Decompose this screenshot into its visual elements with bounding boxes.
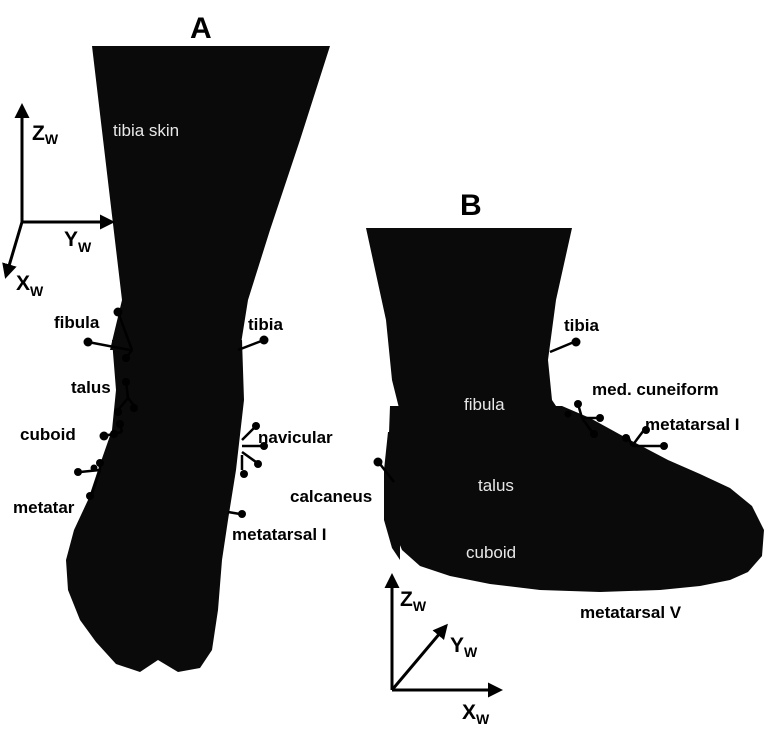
panel-b-label-med-cuneiform: med. cuneiform	[592, 380, 719, 399]
panel-a-marker-cuboid	[99, 420, 124, 441]
panel-a-label-cuboid: cuboid	[20, 425, 76, 444]
panel-b: B fibula talus cuboid tibia	[290, 189, 764, 727]
panel-a-marker-tibia	[237, 335, 269, 352]
panel-a-axis-y-label: YW	[64, 228, 92, 255]
panel-b-world-axes: ZW YW XW	[384, 573, 503, 727]
panel-b-marker-metatarsal-i	[622, 426, 668, 450]
panel-a-axis-x-label: XW	[16, 272, 44, 299]
panel-a-silhouette	[66, 46, 330, 672]
panel-a-marker-fibula	[83, 307, 134, 362]
panel-a-label-tibia: tibia	[248, 315, 283, 334]
panel-b-label-calcaneus: calcaneus	[290, 487, 372, 506]
panel-b-label-talus-inner: talus	[478, 476, 514, 495]
panel-a-label-fibula: fibula	[54, 313, 100, 332]
panel-a-label-navicular: navicular	[258, 428, 333, 447]
panel-b-axis-x-label: XW	[462, 701, 490, 727]
panel-a-label-metatarsal-i: metatarsal I	[232, 525, 327, 544]
panel-b-marker-med-cuneiform	[564, 400, 604, 438]
panel-b-marker-calcaneus	[373, 457, 395, 483]
panel-a-label-talus: talus	[71, 378, 111, 397]
panel-b-label-cuboid-inner: cuboid	[466, 543, 516, 562]
panel-a-marker-talus	[114, 378, 138, 416]
panel-a-label-tibia-skin: tibia skin	[113, 121, 179, 140]
panel-a-label-metatarsal-v: metatar	[13, 498, 75, 517]
panel-b-axis-y-arrow	[390, 623, 448, 691]
panel-b-heel	[384, 432, 400, 560]
panel-a: A tibia skin	[2, 12, 333, 672]
panel-a-world-axes: ZW YW XW	[2, 103, 115, 299]
panel-a-axis-x-arrow	[2, 221, 24, 279]
panel-a-letter: A	[190, 12, 212, 45]
panel-b-label-fibula-inner: fibula	[464, 395, 505, 414]
panel-b-label-metatarsal-i: metatarsal I	[645, 415, 740, 434]
panel-b-ankle-foot	[386, 406, 764, 592]
panel-b-label-metatarsal-v: metatarsal V	[580, 603, 682, 622]
panel-b-letter: B	[460, 189, 482, 222]
panel-b-axis-y-label: YW	[450, 634, 478, 660]
panel-a-marker-metatarsal-i	[227, 510, 246, 518]
panel-a-marker-metatarsal-v	[74, 459, 104, 500]
panel-b-label-tibia: tibia	[564, 316, 599, 335]
panel-b-silhouette	[366, 228, 764, 592]
panel-a-marker-navicular	[240, 422, 268, 478]
panel-b-axis-z-label: ZW	[400, 588, 427, 614]
panel-a-ankle-foot	[66, 340, 244, 672]
panel-b-shank	[366, 228, 572, 412]
panel-a-shank	[92, 46, 330, 350]
panel-a-axis-z-label: ZW	[32, 122, 59, 147]
panel-b-marker-tibia	[549, 337, 581, 354]
